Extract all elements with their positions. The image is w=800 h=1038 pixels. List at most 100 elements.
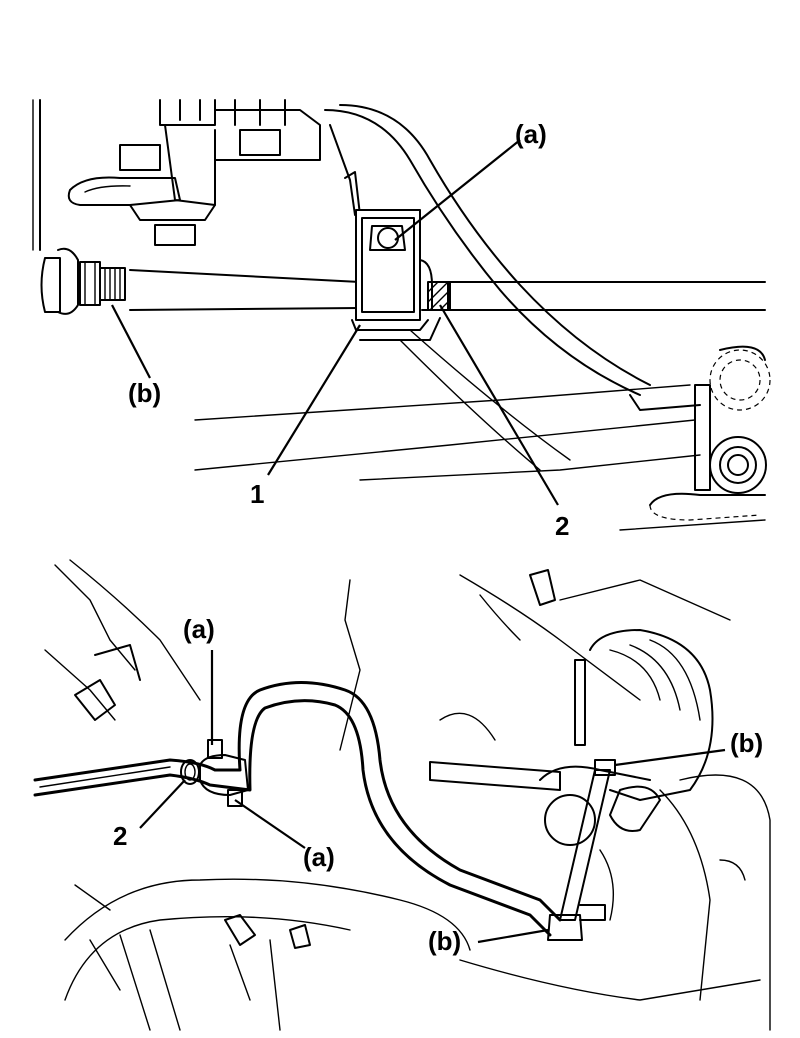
bushing-2-bottom-inner [184,763,196,781]
stabilizer-link [559,769,611,921]
bracket-nut [154,224,196,246]
stud-thread-lines [104,267,121,301]
callout-b-lower: (b) [428,926,461,956]
pipe-clamp-detail [84,185,131,193]
callout-a-lower: (a) [303,842,335,872]
bolt-a-head [369,225,406,251]
ball-joint-center [727,454,749,476]
bracket-1-base [359,317,441,341]
chassis-edge-left [54,564,136,671]
upper-crossmember [559,579,731,621]
subframe-line [459,574,641,701]
callout-2-bottom: 2 [113,821,127,851]
leader-b-top [111,304,151,379]
leader-2-bottom [139,779,186,829]
pipe-clamp [67,176,181,206]
nut-b-upper [594,759,616,776]
lower-arm-dashed [649,504,761,521]
lower-crossmember-mid [64,915,351,1001]
nut-b-top-flats [84,261,96,306]
driveshaft-end [544,794,596,846]
knuckle-edge [659,789,711,1001]
bracket-arm [329,124,356,216]
callout-a-upper: (a) [183,614,215,644]
leader-1 [267,324,361,476]
link-end [57,247,79,315]
hole-outline [439,712,496,741]
nut-b-lower [547,914,583,941]
bracket-upper-right [529,569,556,606]
hose-upper [324,109,641,396]
crossmember-line-2 [194,419,696,471]
link-lower-joint [579,904,606,921]
subframe-line-2 [479,594,521,641]
callout-b-upper: (b) [730,728,763,758]
lower-crossmember-top [64,878,471,951]
bottom-view: (a) (a) 2 (b) (b) [33,559,771,1031]
leader-b-lower [477,928,549,944]
strut-boot [589,629,714,801]
engine-mount-left [74,679,116,721]
lower-hose [399,339,541,471]
subframe-ribs [74,884,181,1031]
subframe-bolt [224,914,256,946]
crossmember-line-3 [359,454,701,481]
engine-housing [214,109,321,161]
upper-component-detail [179,99,201,121]
lower-arm-bottom [619,519,766,531]
leader-2-top [439,304,559,506]
engine-mount-arm [94,644,141,681]
tire-outline [679,774,771,1031]
nut-b-top [79,261,101,306]
subframe-legs [229,939,281,1031]
chassis-curve [69,559,201,701]
stabilizer-bar-outer [33,681,562,922]
hub-dashed-ring [709,349,771,411]
bracket-1-flange [351,319,429,331]
strut-boot-folds [609,639,701,721]
hub-cover [719,345,766,361]
stabilizer-bar-bottom-edge-left [129,307,361,311]
leader-b-upper [614,748,726,767]
small-block [119,144,161,171]
chassis-edge-left-2 [44,649,116,721]
mount-bracket [164,124,216,206]
engine-block-line [339,579,361,751]
bracket-1-inner [361,217,415,313]
link-bushing [40,257,61,313]
leader-a-lower [234,799,306,849]
callout-b-top: (b) [128,378,161,408]
subframe-bolt-2 [289,924,311,949]
lower-arm-line [459,959,761,1001]
link-rod-right [694,384,711,491]
bracket-side [419,259,433,311]
knuckle-inner [599,849,615,921]
bushing-2-hatch [427,281,449,311]
lower-arm-top [649,492,766,506]
leader-a-top [394,139,521,241]
bolt-a-upper [207,739,223,759]
ball-joint-nut [719,446,757,484]
ball-joint [709,436,767,494]
lower-bracket [129,204,216,221]
tire-detail [719,859,746,881]
hose-end [629,394,701,411]
stabilizer-bar-inner [33,699,552,937]
top-view: (a) (b) 1 2 [32,99,771,541]
bar-bracket [199,754,249,796]
crossmember-line-1 [194,384,691,421]
hub-dashed-ring-inner [719,359,761,401]
bracket-arm-2 [344,171,361,216]
bushing-2-bottom [180,759,200,785]
upper-component [159,99,216,126]
hose-upper-2 [339,104,651,386]
lower-hose-2 [409,329,571,461]
housing-ribs [234,99,286,126]
stud-thread [99,267,126,301]
stabilizer-bar-top-edge-left [129,269,361,283]
callout-2-top: 2 [555,511,569,541]
ball-joint-boot [609,785,661,832]
callout-a-top: (a) [515,119,547,149]
